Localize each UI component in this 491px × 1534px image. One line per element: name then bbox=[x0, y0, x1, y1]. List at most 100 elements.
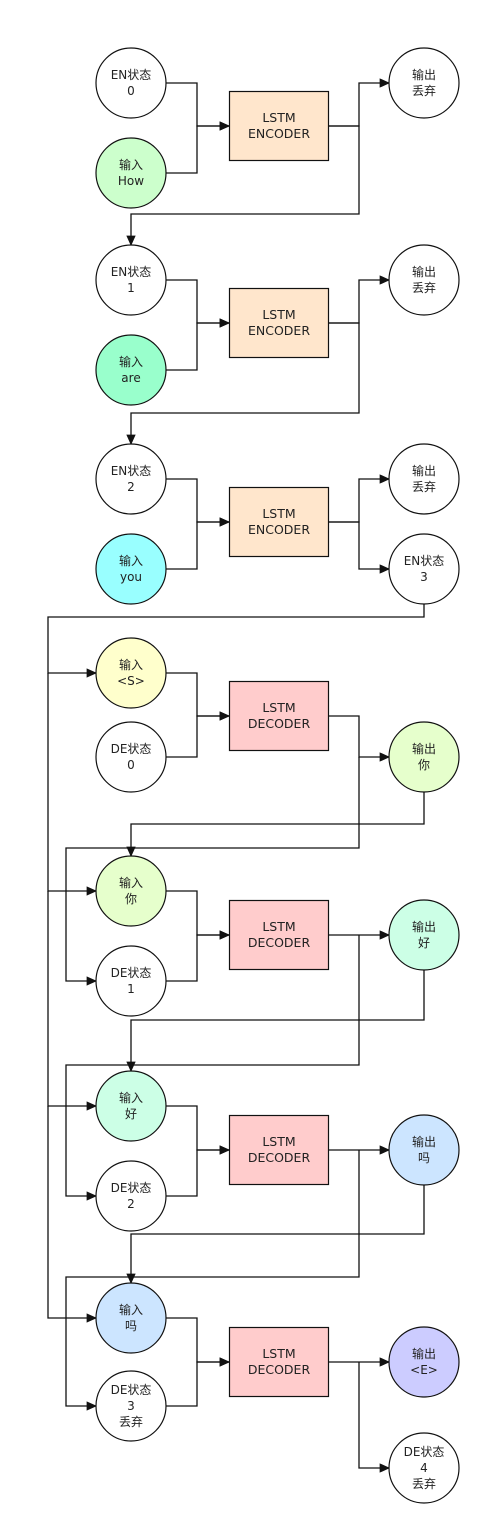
circle-shape bbox=[95, 334, 167, 406]
node-label-line: DE状态 bbox=[111, 1181, 152, 1195]
edge-en-state-3-to-input-ma bbox=[47, 1106, 98, 1323]
node-label-line: <S> bbox=[117, 674, 145, 688]
node-label-line: LSTM bbox=[262, 110, 295, 125]
edge-encoder-3-to-discard-3 bbox=[329, 474, 391, 523]
edge-input-are-to-encoder-2 bbox=[166, 318, 231, 371]
circle-shape bbox=[388, 533, 460, 605]
circle-shape bbox=[388, 1432, 460, 1504]
node-de-state-2: DE状态 2 bbox=[95, 1160, 167, 1232]
node-input-hao: 输入好 bbox=[95, 1070, 167, 1142]
circle-shape bbox=[95, 244, 167, 316]
node-input-start: 输入 <S> bbox=[95, 637, 167, 709]
edge-encoder-1-to-discard-1 bbox=[329, 78, 391, 127]
node-label-line: are bbox=[121, 371, 140, 385]
node-label-line: 输入 bbox=[119, 157, 143, 172]
circle-shape bbox=[95, 1070, 167, 1142]
node-output-ma: 输出吗 bbox=[388, 1114, 460, 1186]
circle-shape bbox=[388, 244, 460, 316]
node-label-line: 0 bbox=[127, 758, 135, 772]
circle-shape bbox=[95, 1370, 167, 1442]
edge-decoder-1-to-de-state-1 bbox=[65, 757, 360, 986]
circle-shape bbox=[388, 899, 460, 971]
node-output-end: 输出<E> bbox=[388, 1326, 460, 1398]
circle-shape bbox=[95, 1160, 167, 1232]
node-input-ma: 输入吗 bbox=[95, 1282, 167, 1354]
edge-en-state-1-to-encoder-2 bbox=[166, 279, 231, 328]
edge-en-state-0-to-encoder-1 bbox=[166, 82, 231, 131]
node-label-line: 吗 bbox=[418, 1151, 430, 1165]
edge-output-ma-to-input-ma bbox=[126, 1185, 425, 1285]
node-label-line: ENCODER bbox=[248, 126, 310, 141]
node-label-line: DE状态 bbox=[111, 1383, 152, 1397]
node-label-line: 好 bbox=[418, 936, 430, 950]
edge-encoder-3-to-en-state-3 bbox=[329, 521, 391, 574]
box-shape bbox=[228, 486, 330, 558]
edge-encoder-1-to-en-state-1 bbox=[126, 125, 360, 247]
node-label-line: ENCODER bbox=[248, 522, 310, 537]
node-label-line: 输出 bbox=[412, 1346, 436, 1361]
node-de-state-0: DE状态 0 bbox=[95, 721, 167, 793]
node-label-line: 输入 bbox=[119, 553, 143, 568]
node-label-line: 2 bbox=[127, 1197, 135, 1211]
node-label-line: 2 bbox=[127, 480, 135, 494]
node-label-line: DE状态 bbox=[111, 742, 152, 756]
circle-shape bbox=[95, 721, 167, 793]
circle-shape bbox=[95, 137, 167, 209]
node-label-line: 输入 bbox=[119, 1090, 143, 1105]
node-label-line: 3 bbox=[127, 1399, 135, 1413]
node-label-line: 输入 bbox=[119, 1302, 143, 1317]
node-label-line: 丢弃 bbox=[412, 280, 436, 295]
node-label-line: 0 bbox=[127, 84, 135, 98]
box-shape bbox=[228, 90, 330, 162]
circle-shape bbox=[95, 637, 167, 709]
node-label-line: DECODER bbox=[248, 716, 311, 731]
node-label-line: 输入 bbox=[119, 657, 143, 672]
node-label-line: 输出 bbox=[412, 67, 436, 82]
circle-shape bbox=[388, 1114, 460, 1186]
edge-de-state-2-to-decoder-3 bbox=[166, 1145, 231, 1197]
node-de-state-1: DE状态 1 bbox=[95, 945, 167, 1017]
node-label-line: 1 bbox=[127, 982, 135, 996]
box-shape bbox=[228, 1326, 330, 1398]
node-input-ni: 输入你 bbox=[95, 855, 167, 927]
circle-shape bbox=[95, 47, 167, 119]
edge-de-state-3-to-decoder-4 bbox=[166, 1357, 231, 1407]
node-label-line: DE状态 bbox=[404, 1445, 445, 1459]
node-label-line: LSTM bbox=[262, 700, 295, 715]
node-output-ni: 输出你 bbox=[388, 721, 460, 793]
node-label-line: DE状态 bbox=[111, 966, 152, 980]
node-label-line: EN状态 bbox=[111, 464, 152, 478]
node-label-line: LSTM bbox=[262, 1134, 295, 1149]
node-label-line: EN状态 bbox=[111, 68, 152, 82]
node-label-line: 吗 bbox=[125, 1319, 137, 1333]
node-label-line: 好 bbox=[125, 1107, 137, 1121]
circle-shape bbox=[95, 945, 167, 1017]
edge-de-state-0-to-decoder-1 bbox=[166, 711, 231, 758]
edge-input-start-to-decoder-1 bbox=[166, 672, 231, 721]
circle-shape bbox=[388, 1326, 460, 1398]
edge-en-state-3-to-input-ni bbox=[47, 673, 98, 896]
edge-en-state-3-to-input-hao bbox=[47, 891, 98, 1111]
edge-output-ni-to-input-ni bbox=[126, 792, 425, 858]
circle-shape bbox=[95, 443, 167, 515]
edge-decoder-2-to-de-state-2 bbox=[65, 935, 360, 1201]
circle-shape bbox=[388, 443, 460, 515]
node-label-line: 输出 bbox=[412, 741, 436, 756]
edge-decoder-1-to-output-ni bbox=[329, 715, 391, 762]
node-label-line: 输入 bbox=[119, 875, 143, 890]
circle-shape bbox=[95, 533, 167, 605]
node-label-line: LSTM bbox=[262, 919, 295, 934]
node-label-line: 你 bbox=[125, 892, 137, 906]
edge-encoder-2-to-discard-2 bbox=[329, 275, 391, 324]
edge-input-ma-to-decoder-4 bbox=[166, 1317, 231, 1367]
